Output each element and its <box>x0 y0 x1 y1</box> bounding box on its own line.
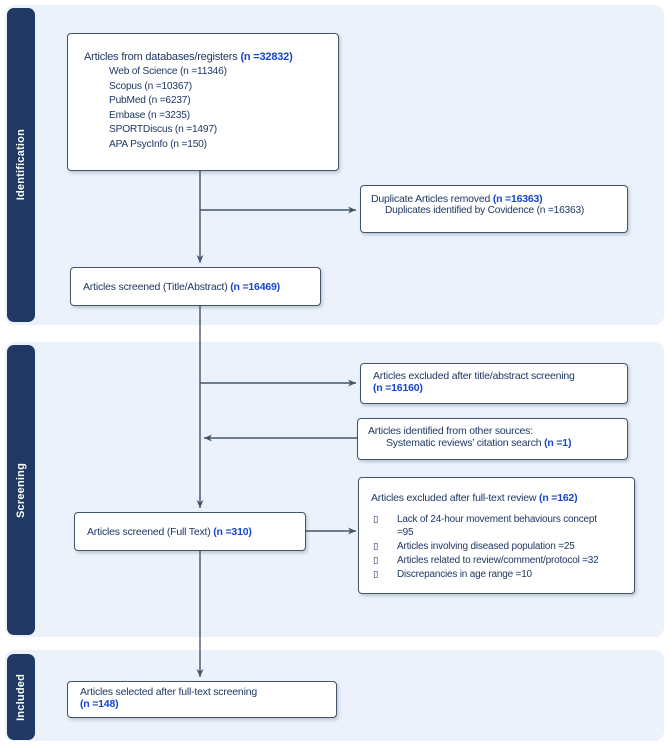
box-duplicates-count: (n =16363) <box>492 193 543 205</box>
box-screened-ta-line: Articles screened (Title/Abstract) (n =1… <box>83 281 280 293</box>
bullet-box-icon: ▯ <box>373 555 379 566</box>
box-duplicates-sub: Duplicates identified by Covidence (n =1… <box>385 205 585 216</box>
box-excluded-ft-count: (n =162) <box>539 492 578 504</box>
box-databases: Articles from databases/registers (n =32… <box>67 33 339 171</box>
bullet-box-icon: ▯ <box>373 569 379 580</box>
database-item: APA PsycInfo (n =150) <box>109 138 207 150</box>
stage-bar-identification: Identification <box>7 8 35 322</box>
box-excluded-ta-title: Articles excluded after title/abstract s… <box>373 370 575 382</box>
bullet-box-icon: ▯ <box>373 514 379 525</box>
box-screened-full-text: Articles screened (Full Text) (n =310) <box>74 512 306 551</box>
box-other-sources-sub-count: (n =1) <box>544 437 572 449</box>
exclusion-reason-text: Discrepancies in age range =10 <box>397 569 532 580</box>
exclusion-reason-text: Lack of 24-hour movement behaviours conc… <box>397 514 597 538</box>
box-screened-ta-title: Articles screened (Title/Abstract) <box>83 280 231 293</box>
database-item: Web of Science (n =11346) <box>109 66 227 77</box>
box-other-sources-title: Articles identified from other sources: <box>368 425 533 437</box>
box-databases-title: Articles from databases/registers <box>84 51 241 63</box>
stage-label-screening: Screening <box>15 462 27 518</box>
stage-label-included: Included <box>15 673 27 721</box>
exclusion-reason-text: Articles involving diseased population =… <box>397 541 575 552</box>
database-item: PubMed (n =6237) <box>109 95 191 106</box>
box-duplicates-title-line: Duplicate Articles removed (n =16363) <box>371 193 623 205</box>
box-excluded-full-text: Articles excluded after full-text review… <box>358 477 635 594</box>
database-item: Embase (n =3235) <box>109 109 190 121</box>
box-selected-count: (n =148) <box>80 698 119 710</box>
box-screened-ft-line: Articles screened (Full Text) (n =310) <box>87 526 252 538</box>
box-other-sources-sub: Systematic reviews’ citation search <box>386 437 545 449</box>
exclusion-reason: ▯ Discrepancies in age range =10 <box>371 568 630 581</box>
box-selected-title: Articles selected after full-text screen… <box>80 686 257 698</box>
database-item: SPORTDiscus (n =1497) <box>109 124 218 135</box>
box-excluded-ft-title-line: Articles excluded after full-text review… <box>371 492 630 504</box>
exclusion-reason: ▯ Articles related to review/comment/pro… <box>371 554 630 567</box>
box-excluded-ft-title: Articles excluded after full-text review <box>371 492 540 504</box>
database-item: Scopus (n =10367) <box>109 80 192 92</box>
box-other-sources: Articles identified from other sources: … <box>357 418 628 460</box>
box-duplicates-title: Duplicate Articles removed <box>371 193 493 205</box>
box-screened-ft-title: Articles screened (Full Text) <box>87 525 214 538</box>
exclusion-reason: ▯ Articles involving diseased population… <box>371 540 630 553</box>
exclusion-reason-text: Articles related to review/comment/proto… <box>397 555 599 566</box>
stage-bar-included: Included <box>7 654 35 740</box>
box-screened-ft-count: (n =310) <box>213 525 252 538</box>
bullet-box-icon: ▯ <box>373 541 379 552</box>
stage-bar-screening: Screening <box>7 345 35 635</box>
box-screened-title-abstract: Articles screened (Title/Abstract) (n =1… <box>70 267 321 306</box>
box-duplicates-removed: Duplicate Articles removed (n =16363) Du… <box>360 185 628 233</box>
box-screened-ta-count: (n =16469) <box>230 280 280 293</box>
box-selected: Articles selected after full-text screen… <box>67 681 337 718</box>
box-other-sources-sub-line: Systematic reviews’ citation search (n =… <box>386 437 623 449</box>
box-databases-count: (n =32832) <box>240 51 293 63</box>
exclusion-reason: ▯ Lack of 24-hour movement behaviours co… <box>371 513 630 539</box>
box-excluded-title-abstract: Articles excluded after title/abstract s… <box>360 363 628 404</box>
box-excluded-ta-count: (n =16160) <box>373 382 423 394</box>
box-databases-title-line: Articles from databases/registers (n =32… <box>84 51 334 63</box>
stage-label-identification: Identification <box>15 129 27 201</box>
